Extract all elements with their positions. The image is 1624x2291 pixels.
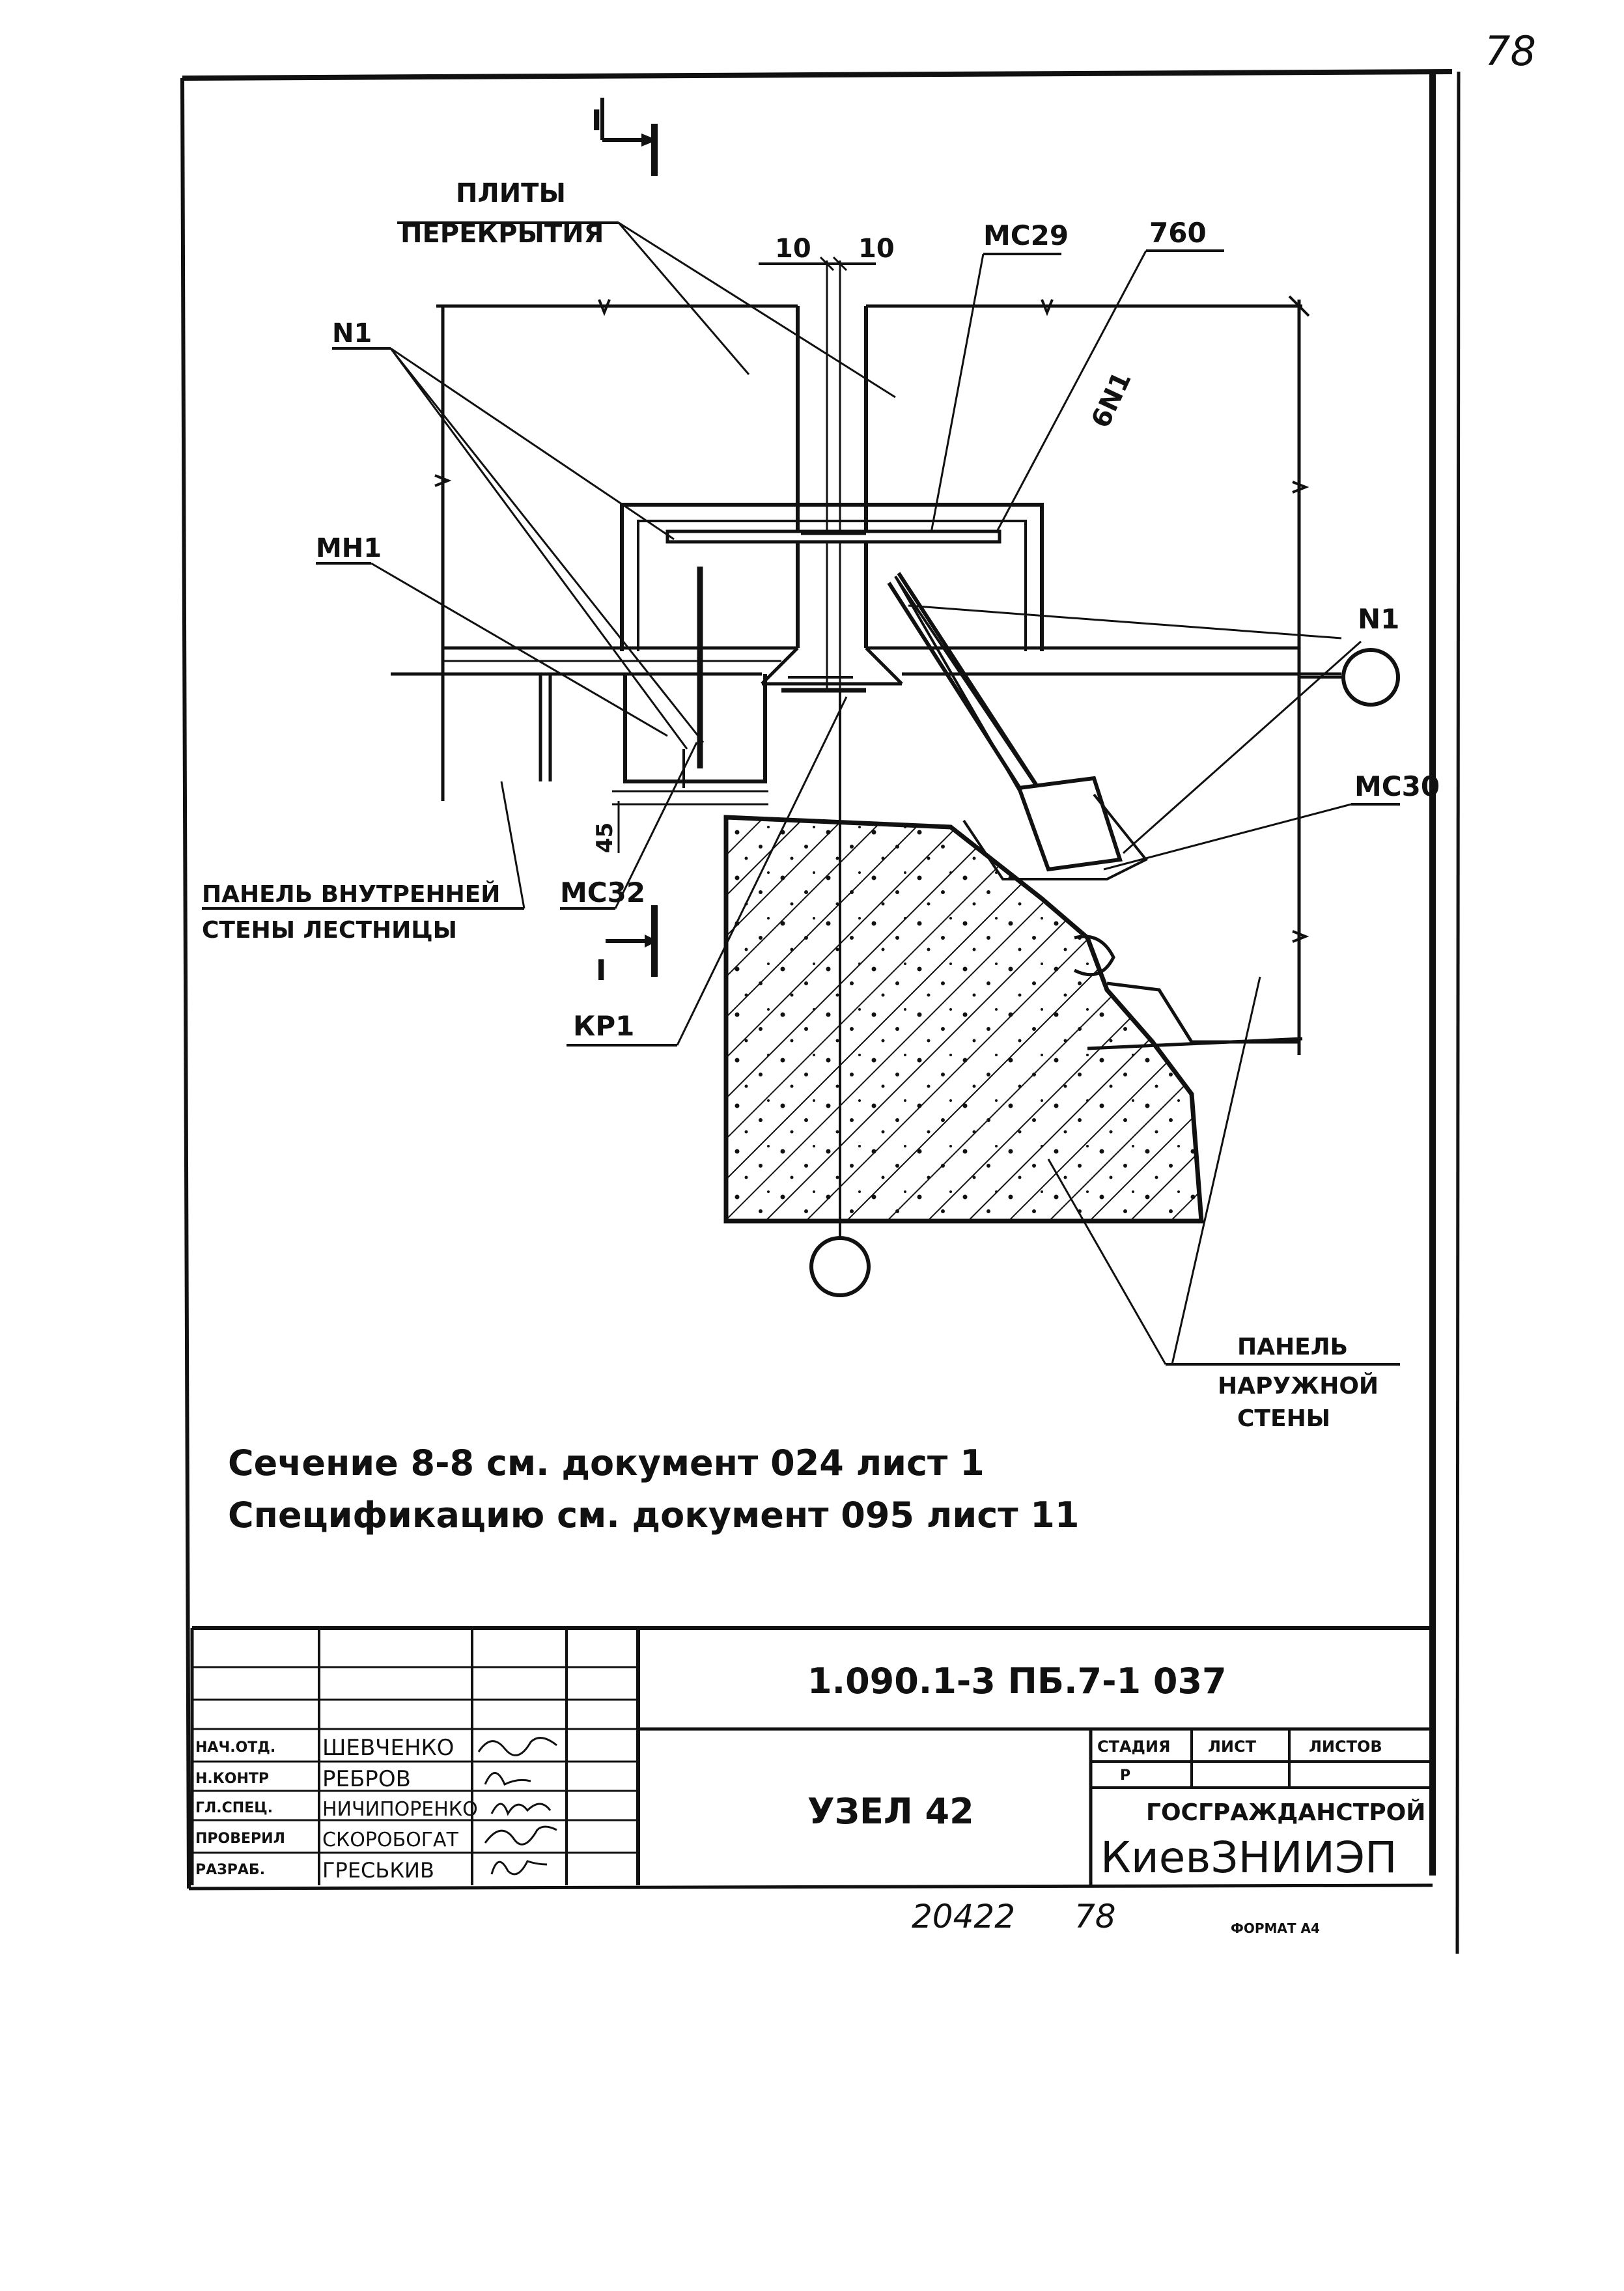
dimension-left: 10	[775, 234, 811, 264]
label-dim-45: 45	[592, 822, 618, 853]
staff-row: ПРОВЕРИЛ СКОРОБОГАТ	[195, 1825, 557, 1851]
label-outer-panel-1: ПАНЕЛЬ	[1237, 1334, 1348, 1360]
section-cut-mark-top	[600, 98, 658, 176]
staff-name: ГРЕСЬКИВ	[322, 1858, 434, 1883]
sheet-frame	[180, 69, 1461, 1954]
stage-value: Р	[1120, 1767, 1130, 1784]
staff-role: ГЛ.СПЕЦ.	[195, 1800, 273, 1816]
organization-institute: КиевЗНИИЭП	[1100, 1833, 1397, 1883]
section-mark-top: I	[591, 104, 602, 137]
staff-row: РАЗРАБ. ГРЕСЬКИВ	[195, 1858, 548, 1883]
outer-wall-panel	[723, 815, 1299, 1224]
signature-icon	[484, 1825, 557, 1846]
inclined-anchor-mc30	[887, 572, 1149, 880]
sheet-format: ФОРМАТ А4	[1231, 1920, 1320, 1936]
label-inner-panel-2: СТЕНЫ ЛЕСТНИЦЫ	[202, 917, 457, 944]
header-stage: СТАДИЯ	[1097, 1737, 1171, 1756]
header-sheet: ЛИСТ	[1208, 1737, 1257, 1756]
label-kp1: КР1	[573, 1010, 634, 1042]
label-n1-top-left: N1	[332, 318, 372, 348]
document-code: 1.090.1-3 ПБ.7-1 037	[807, 1661, 1227, 1702]
slab-joint	[761, 260, 903, 693]
drawing-title: УЗЕЛ 42	[807, 1791, 974, 1832]
signature-icon	[477, 1737, 557, 1756]
label-mc32: МС32	[560, 877, 645, 908]
signature-icon	[490, 1803, 552, 1816]
label-outer-panel-2: НАРУЖНОЙ	[1218, 1372, 1379, 1399]
staff-table: НАЧ.ОТД. ШЕВЧЕНКО Н.КОНТР РЕБРОВ ГЛ.СПЕЦ…	[195, 1735, 557, 1883]
title-block	[190, 1626, 1433, 1885]
staff-role: НАЧ.ОТД.	[195, 1739, 275, 1756]
section-cut-mark-bottom	[606, 905, 658, 977]
label-mc30: МС30	[1354, 770, 1440, 802]
page-number: 78	[1485, 27, 1536, 75]
label-n1-right: N1	[1358, 603, 1399, 635]
staff-row: ГЛ.СПЕЦ. НИЧИПОРЕНКО	[195, 1798, 552, 1821]
dimension-right: 10	[858, 234, 895, 264]
note-section: Сечение 8-8 см. документ 024 лист 1	[228, 1442, 985, 1483]
axis-marker-right	[1299, 648, 1400, 707]
header-sheets: ЛИСТОВ	[1309, 1737, 1382, 1756]
inner-stair-wall-panel	[539, 567, 768, 806]
label-mn1: МН1	[316, 533, 382, 563]
label-6n1: 6N1	[1085, 367, 1137, 432]
embedded-plate-frame	[620, 503, 1044, 651]
organization-ministry: ГОСГРАЖДАНСТРОЙ	[1146, 1799, 1425, 1826]
node-detail-drawing: I I	[202, 98, 1440, 1432]
label-760: 760	[1149, 217, 1207, 249]
label-floor-slabs-2: ПЕРЕКРЫТИЯ	[400, 219, 604, 249]
staff-name: РЕБРОВ	[322, 1766, 411, 1792]
slab-bottom-lines	[391, 646, 1341, 676]
staff-role: ПРОВЕРИЛ	[195, 1831, 285, 1847]
note-specification: Спецификацию см. документ 095 лист 11	[228, 1495, 1079, 1536]
dimension-line-top	[759, 256, 876, 272]
section-mark-bottom: I	[596, 954, 606, 987]
staff-name: НИЧИПОРЕНКО	[322, 1798, 478, 1821]
signature-icon	[484, 1772, 531, 1786]
staff-name: СКОРОБОГАТ	[322, 1829, 459, 1851]
label-outer-panel-3: СТЕНЫ	[1237, 1405, 1330, 1432]
archive-number: 20422	[912, 1898, 1015, 1935]
staff-role: РАЗРАБ.	[195, 1862, 265, 1878]
label-floor-slabs-1: ПЛИТЫ	[456, 178, 566, 208]
archive-sheet: 78	[1074, 1898, 1116, 1935]
staff-name: ШЕВЧЕНКО	[322, 1735, 454, 1761]
staff-row: НАЧ.ОТД. ШЕВЧЕНКО	[195, 1735, 557, 1761]
signature-icon	[490, 1860, 548, 1876]
staff-row: Н.КОНТР РЕБРОВ	[195, 1766, 531, 1792]
axis-marker-bottom	[809, 690, 871, 1297]
staff-role: Н.КОНТР	[195, 1771, 269, 1787]
label-mc29: МС29	[983, 219, 1069, 251]
leader-lines	[202, 221, 1400, 1366]
label-inner-panel-1: ПАНЕЛЬ ВНУТРЕННЕЙ	[202, 880, 500, 908]
